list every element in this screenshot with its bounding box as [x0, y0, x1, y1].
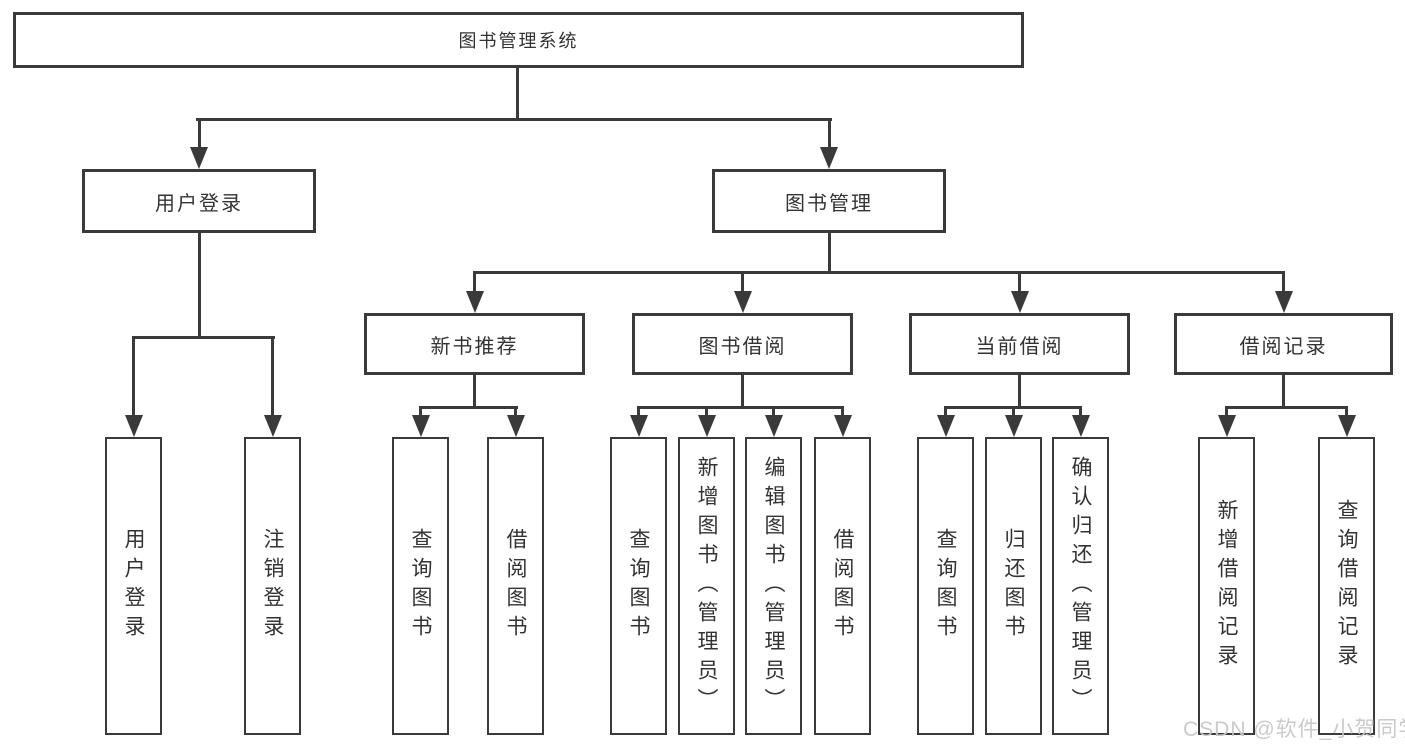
node-label: 用户登录	[122, 528, 145, 644]
connector-line	[473, 375, 476, 406]
leaf-return-book: 归还图书	[985, 437, 1042, 735]
arrow-down-icon	[820, 147, 838, 169]
connector-line	[944, 406, 947, 420]
node-book-management: 图书管理	[712, 169, 946, 233]
arrow-down-icon	[263, 415, 282, 437]
node-label: 新增借阅记录	[1215, 499, 1238, 673]
connector-line	[419, 406, 518, 409]
connector-line	[741, 271, 744, 295]
connector-line	[473, 271, 1285, 274]
node-library-system: 图书管理系统	[13, 12, 1024, 68]
arrow-down-icon	[833, 415, 852, 437]
connector-line	[271, 336, 274, 420]
connector-line	[197, 118, 201, 153]
csdn-watermark: CSDN @软件_小贺同学	[1183, 718, 1405, 741]
node-label: 借阅图书	[831, 528, 854, 644]
leaf-add-book-admin: 新增图书（管理员）	[678, 437, 735, 735]
node-user-login: 用户登录	[82, 169, 316, 233]
arrow-down-icon	[1071, 415, 1090, 437]
node-label: 借阅图书	[504, 528, 527, 644]
leaf-borrow-books: 借阅图书	[814, 437, 871, 735]
leaf-confirm-return-admin: 确认归还（管理员）	[1052, 437, 1109, 735]
arrow-down-icon	[1217, 415, 1236, 437]
leaf-user-login: 用户登录	[105, 437, 162, 735]
connector-line	[637, 406, 844, 409]
node-label: 图书管理	[785, 192, 873, 215]
connector-line	[1345, 406, 1348, 420]
node-label: 归还图书	[1002, 528, 1025, 644]
connector-line	[197, 233, 201, 336]
arrow-down-icon	[764, 415, 783, 437]
node-label: 用户登录	[155, 192, 243, 215]
connector-line	[473, 271, 476, 295]
node-label: 新增图书（管理员）	[695, 455, 718, 717]
leaf-query-books-current: 查询图书	[917, 437, 974, 735]
connector-line	[827, 118, 831, 153]
leaf-logout: 注销登录	[244, 437, 301, 735]
connector-line	[705, 406, 708, 420]
connector-line	[419, 406, 422, 420]
connector-line	[741, 375, 744, 406]
connector-line	[827, 233, 831, 271]
connector-line	[132, 336, 135, 420]
leaf-borrow-books-recommend: 借阅图书	[487, 437, 544, 735]
connector-line	[1012, 406, 1015, 420]
connector-line	[1079, 406, 1082, 420]
arrow-down-icon	[506, 415, 525, 437]
connector-line	[841, 406, 844, 420]
connector-line	[514, 406, 517, 420]
connector-line	[1282, 271, 1285, 295]
node-label: 编辑图书（管理员）	[762, 455, 785, 717]
connector-line	[1225, 406, 1228, 420]
connector-line	[515, 68, 519, 118]
connector-line	[1018, 271, 1021, 295]
node-label: 借阅记录	[1239, 335, 1328, 358]
connector-line	[196, 118, 832, 121]
node-label: 当前借阅	[975, 335, 1064, 358]
arrow-down-icon	[190, 147, 208, 169]
arrow-down-icon	[936, 415, 955, 437]
leaf-edit-book-admin: 编辑图书（管理员）	[745, 437, 802, 735]
connector-line	[1225, 406, 1348, 409]
leaf-query-borrow-record: 查询借阅记录	[1318, 437, 1375, 735]
node-label: 图书借阅	[698, 335, 787, 358]
node-label: 查询图书	[934, 528, 957, 644]
arrow-down-icon	[124, 415, 143, 437]
node-label: 新书推荐	[430, 335, 519, 358]
arrow-down-icon	[1004, 415, 1023, 437]
arrow-down-icon	[697, 415, 716, 437]
leaf-query-books-borrow: 查询图书	[610, 437, 667, 735]
leaf-query-books-recommend: 查询图书	[392, 437, 449, 735]
arrow-down-icon	[733, 291, 752, 313]
node-label: 注销登录	[261, 528, 284, 644]
node-current-borrow: 当前借阅	[909, 313, 1130, 375]
arrow-down-icon	[411, 415, 430, 437]
arrow-down-icon	[629, 415, 648, 437]
node-new-book-recommend: 新书推荐	[364, 313, 585, 375]
connector-line	[1018, 375, 1021, 406]
connector-line	[1282, 375, 1285, 406]
node-label: 查询图书	[627, 528, 650, 644]
arrow-down-icon	[1274, 291, 1293, 313]
node-label: 查询图书	[409, 528, 432, 644]
arrow-down-icon	[1337, 415, 1356, 437]
leaf-add-borrow-record: 新增借阅记录	[1198, 437, 1255, 735]
arrow-down-icon	[465, 291, 484, 313]
node-book-borrow: 图书借阅	[632, 313, 853, 375]
connector-line	[637, 406, 640, 420]
node-label: 查询借阅记录	[1335, 499, 1358, 673]
connector-line	[772, 406, 775, 420]
node-borrow-records: 借阅记录	[1174, 313, 1393, 375]
arrow-down-icon	[1010, 291, 1029, 313]
node-label: 图书管理系统	[458, 31, 579, 51]
node-label: 确认归还（管理员）	[1069, 455, 1092, 717]
connector-line	[132, 336, 275, 339]
